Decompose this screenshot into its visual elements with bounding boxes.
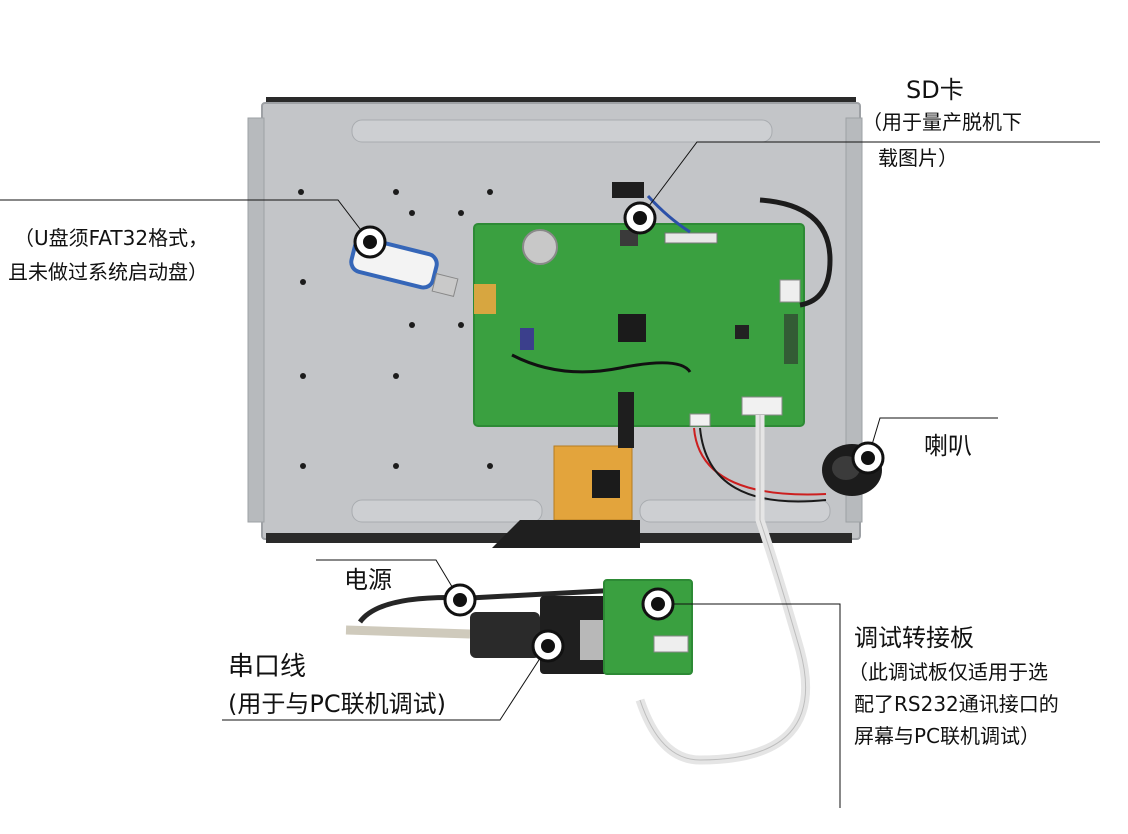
marker-usb-drive [353, 225, 387, 259]
debug-board-desc-line2: 配了RS232通讯接口的 [854, 692, 1059, 716]
power-label: 电源 [344, 566, 392, 594]
usb-disk-note-line2: 且未做过系统启动盘） [8, 260, 208, 284]
debug-board-desc-line3: 屏幕与PC联机调试） [854, 724, 1041, 748]
touch-fpc [492, 392, 640, 548]
mounting-holes [298, 189, 493, 469]
main-pcb [473, 223, 805, 427]
debug-board-desc-line1: （此调试板仅适用于选 [848, 660, 1048, 684]
usb-disk-note-line1: （U盘须FAT32格式， [14, 226, 209, 250]
marker-sd-card [623, 201, 657, 235]
marker-debug-board [641, 587, 675, 621]
serial-cable-title: 串口线 [228, 652, 307, 682]
sd-card-slot [612, 182, 691, 234]
leader-lines [0, 141, 1100, 808]
marker-speaker [851, 441, 885, 475]
serial-cable-desc: (用于与PC联机调试) [228, 690, 446, 718]
sd-card-desc-line1: （用于量产脱机下 [862, 110, 1022, 134]
speaker-label: 喇叭 [924, 432, 972, 460]
marker-serial-cable [531, 629, 565, 663]
antenna-wire [759, 197, 833, 308]
sd-card-title: SD卡 [906, 76, 964, 104]
callout-markers [353, 201, 885, 663]
marker-power [443, 583, 477, 617]
sd-card-desc-line2: 载图片） [878, 146, 958, 170]
debug-board-title: 调试转接板 [854, 624, 974, 652]
